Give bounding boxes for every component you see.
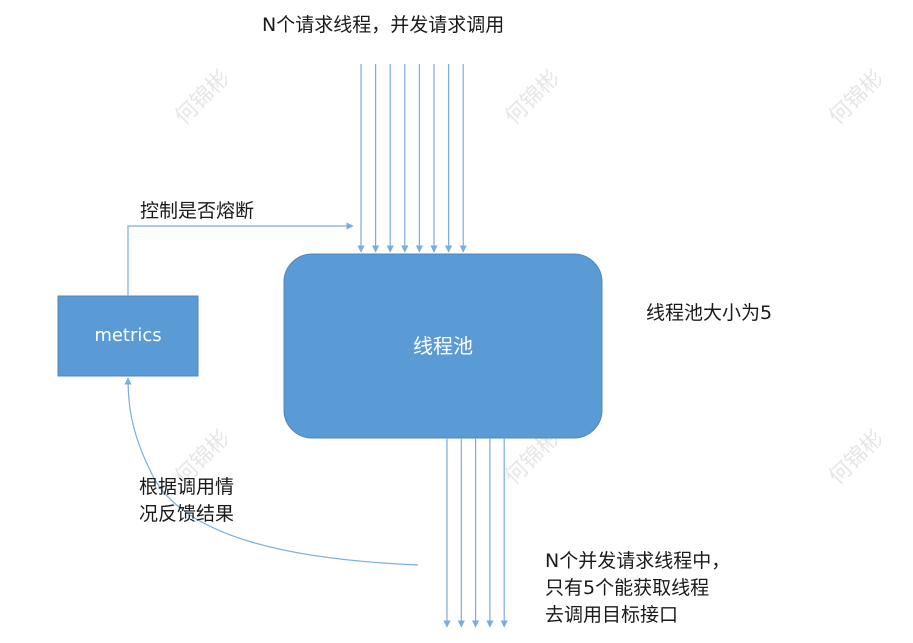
thread-pool-label: 线程池 <box>413 334 473 358</box>
control-label: 控制是否熔断 <box>140 200 255 222</box>
thread-pool-box <box>283 253 603 439</box>
metrics-box <box>57 295 199 377</box>
incoming-arrows <box>357 64 467 253</box>
control-arrow <box>127 222 354 296</box>
pool-size-label: 线程池大小为5 <box>646 302 773 324</box>
bottom-label: N个并发请求线程中， 只有5个能获取线程 去调用目标接口 <box>545 550 731 626</box>
feedback-label: 根据调用情 况反馈结果 <box>139 476 235 525</box>
feedback-arrow <box>124 377 419 566</box>
outgoing-arrows <box>443 438 508 628</box>
top-label: N个请求线程，并发请求调用 <box>262 14 505 36</box>
metrics-label: metrics <box>94 325 162 346</box>
